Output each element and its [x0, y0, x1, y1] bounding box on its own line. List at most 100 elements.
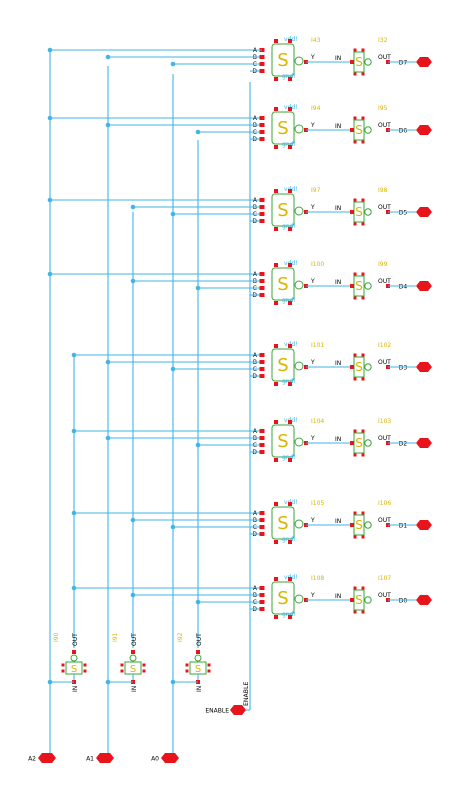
junction-dot [170, 61, 176, 67]
pin [353, 48, 357, 52]
pin [259, 532, 265, 536]
pin [361, 353, 365, 357]
junction-dot [105, 359, 111, 365]
pin [259, 130, 265, 134]
pin [259, 137, 265, 141]
instance-label: I97 [311, 187, 321, 194]
output-terminal [416, 57, 432, 67]
pin [274, 189, 278, 193]
output-pin-label: Y [310, 435, 315, 442]
inverter-in-label: IN [335, 518, 341, 525]
junction-dot [105, 679, 111, 685]
pin [350, 284, 354, 288]
pin [288, 189, 292, 193]
pin [274, 77, 278, 81]
gnd-label: gnd! [282, 223, 296, 230]
instance-label: I101 [311, 342, 324, 349]
pin [274, 420, 278, 424]
pin [288, 540, 292, 544]
nand-gate-body [271, 267, 295, 301]
pin [361, 296, 365, 300]
pin [185, 669, 189, 673]
gnd-label: gnd! [282, 297, 296, 304]
output-pin-label: Y [310, 204, 315, 211]
inverter-in-label: IN [72, 686, 79, 692]
inverter-in-label: IN [335, 593, 341, 600]
inverter-symbol: S [355, 518, 363, 532]
pin [120, 669, 124, 673]
pin [288, 615, 292, 619]
pin [350, 598, 354, 602]
inverter-bubble [194, 654, 202, 662]
pin [259, 62, 265, 66]
inverter-bubble [129, 654, 137, 662]
output-bubble [294, 437, 304, 447]
instance-label: I91 [112, 632, 119, 642]
input-label-a1: A1 [86, 756, 94, 763]
inverter-symbol: S [130, 664, 136, 675]
pin [259, 360, 265, 364]
input-terminal-a2 [38, 753, 56, 763]
output-label: D5 [399, 210, 408, 217]
output-pin-label: Y [310, 278, 315, 285]
pin [259, 198, 265, 202]
pin [288, 382, 292, 386]
output-pin-label: Y [310, 54, 315, 61]
junction-dot [195, 599, 201, 605]
pin [274, 301, 278, 305]
output-terminal [416, 125, 432, 135]
pin [353, 222, 357, 226]
pin [288, 458, 292, 462]
pin [361, 429, 365, 433]
pin [353, 272, 357, 276]
pin [288, 502, 292, 506]
instance-label: I103 [378, 418, 391, 425]
inverter-in-label: IN [335, 436, 341, 443]
instance-label: I102 [378, 342, 391, 349]
nand-symbol: S [277, 513, 288, 534]
inverter-bubble [364, 126, 372, 134]
junction-dot [170, 366, 176, 372]
pin [353, 72, 357, 76]
junction-dot [195, 442, 201, 448]
input-terminal-a0 [161, 753, 179, 763]
inverter-symbol: S [355, 360, 363, 374]
junction-dot [130, 204, 136, 210]
inverter-symbol: S [355, 123, 363, 137]
instance-label: I95 [378, 105, 388, 112]
pin [361, 72, 365, 76]
instance-label: I99 [378, 261, 388, 268]
pin [288, 344, 292, 348]
junction-dot [170, 211, 176, 217]
output-label: D2 [399, 441, 408, 448]
pin [361, 272, 365, 276]
nand-symbol: S [277, 118, 288, 139]
pin [259, 450, 265, 454]
pin [207, 669, 211, 673]
pin [259, 219, 265, 223]
pin [353, 296, 357, 300]
output-pin-label: Y [310, 359, 315, 366]
output-label: D1 [399, 523, 408, 530]
gnd-label: gnd! [282, 454, 296, 461]
gnd-label: gnd! [282, 141, 296, 148]
pin [142, 663, 146, 667]
pin [361, 48, 365, 52]
pin [274, 502, 278, 506]
pin [259, 293, 265, 297]
enable-label: ENABLE [205, 708, 229, 715]
pin [361, 453, 365, 457]
inverter-symbol: S [195, 664, 201, 675]
output-bubble [294, 206, 304, 216]
junction-dot [195, 129, 201, 135]
pin [274, 263, 278, 267]
output-terminal [416, 207, 432, 217]
pin [361, 140, 365, 144]
gnd-label: gnd! [282, 378, 296, 385]
pin [259, 55, 265, 59]
